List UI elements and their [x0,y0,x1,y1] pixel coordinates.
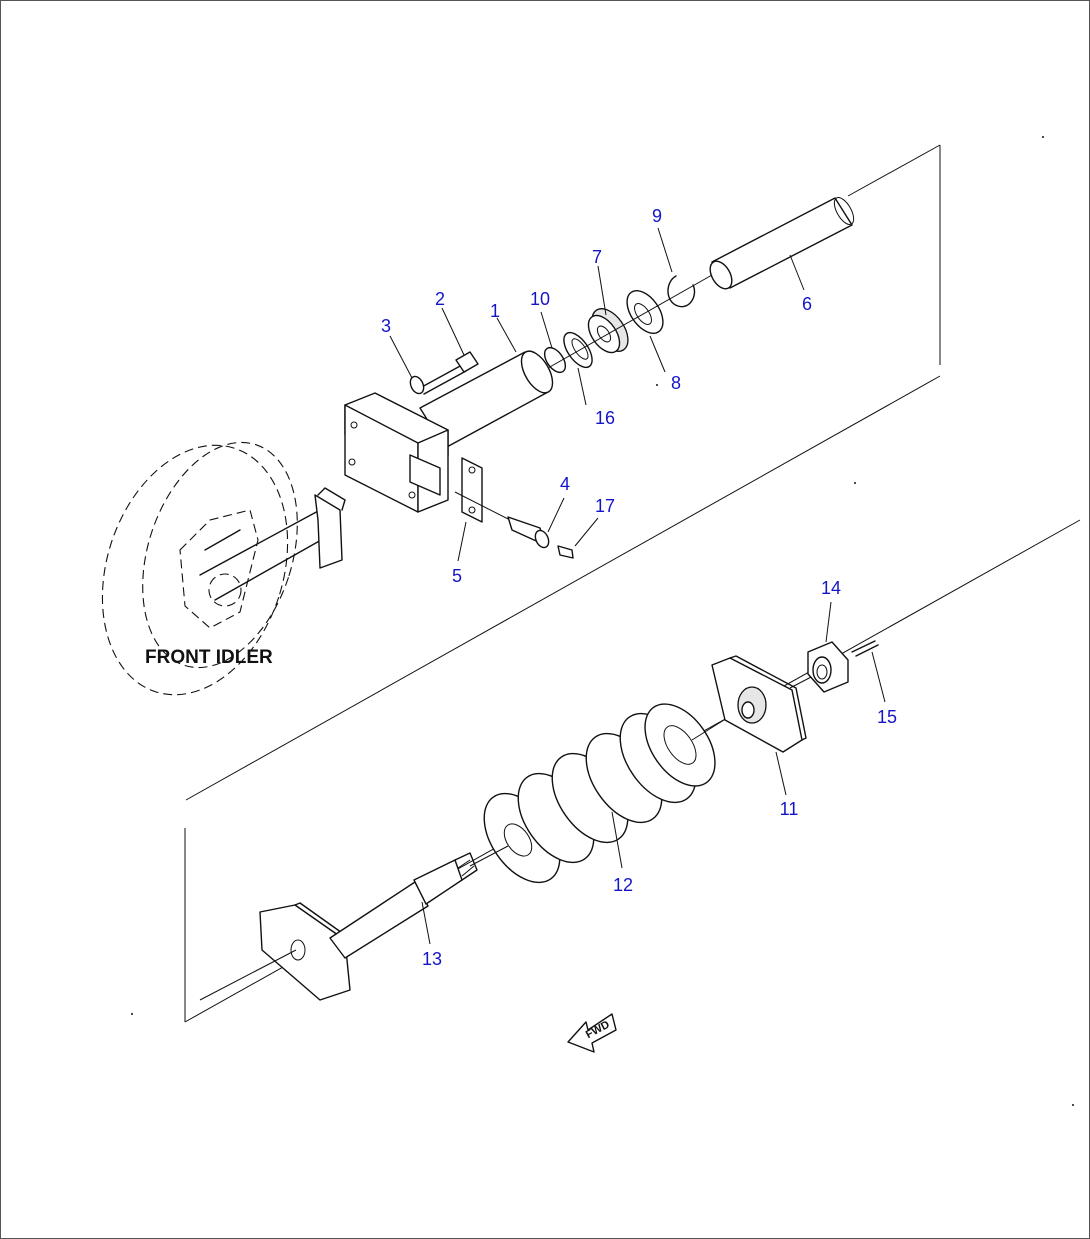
part-9-snap-ring [667,275,696,308]
part-8-bushing [626,290,664,334]
part-1-cylinder [344,350,554,513]
callout-6: 6 [802,294,812,314]
callout-10: 10 [530,289,550,309]
callout-8: 8 [671,373,681,393]
part-6-rod [709,197,855,290]
front-idler-caption: FRONT IDLER [145,647,273,668]
leader-lines [389,227,886,945]
part-5-plate [461,457,483,523]
part-10-o-ring [543,346,567,374]
part-2-bolt [419,351,479,395]
callout-labels: 1 2 3 4 5 6 7 8 9 10 11 12 13 14 15 16 1… [381,206,897,969]
callout-12: 12 [613,875,633,895]
callout-1: 1 [490,301,500,321]
callout-7: 7 [592,247,602,267]
part-13-spring-rod [259,852,478,1001]
part-12-coil-spring [483,703,716,884]
callout-3: 3 [381,316,391,336]
part-11-spring-plate [711,655,807,753]
callout-5: 5 [452,566,462,586]
idler-yoke [199,487,346,601]
forward-arrow-icon: FWD [567,1013,617,1053]
part-4-grease-fitting [454,491,550,549]
part-17-nipple [557,545,574,559]
callout-4: 4 [560,474,570,494]
part-14-nut [807,641,849,693]
callout-13: 13 [422,949,442,969]
callout-9: 9 [652,206,662,226]
callout-14: 14 [821,578,841,598]
callout-11: 11 [780,799,799,819]
part-7-seal [587,308,629,354]
part-15-pin [851,640,879,657]
callout-2: 2 [435,289,445,309]
callout-16: 16 [595,408,615,428]
speckles [131,136,1074,1106]
callout-15: 15 [877,707,897,727]
callout-17: 17 [595,496,615,516]
front-idler-wheel [101,441,298,696]
part-3-washer [409,375,425,395]
